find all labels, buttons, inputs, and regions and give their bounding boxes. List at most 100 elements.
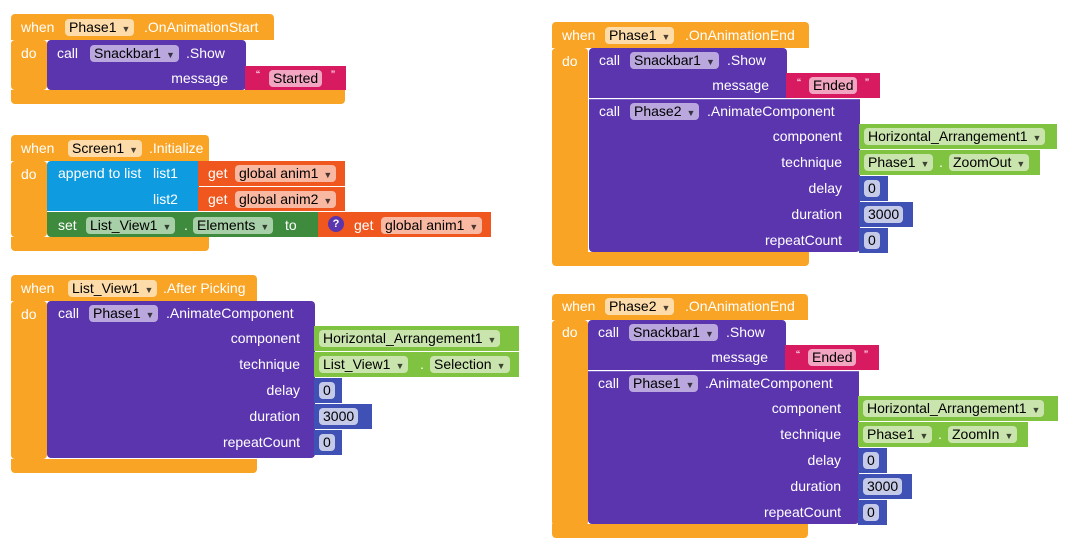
repeatcount-param-label: repeatCount <box>764 232 842 248</box>
target-dropdown-value: Phase2 <box>634 103 682 119</box>
number-value[interactable]: 0 <box>863 452 879 469</box>
message-label: message <box>171 70 228 86</box>
dropdown-arrow-icon: ▼ <box>705 57 715 67</box>
number-value[interactable]: 0 <box>319 382 335 399</box>
event-body-left <box>552 48 588 256</box>
technique-value-dropdown[interactable]: Selection▼ <box>430 356 510 373</box>
technique-component-dropdown[interactable]: Phase1▼ <box>863 426 933 443</box>
component-block[interactable]: Horizontal_Arrangement1▼ <box>314 326 519 351</box>
technique-block[interactable]: Phase1▼ . ZoomIn▼ <box>858 422 1028 447</box>
number-value[interactable]: 3000 <box>319 408 359 425</box>
quote-open-icon: “ <box>797 76 801 90</box>
number-block-delay[interactable]: 0 <box>858 448 887 473</box>
quote-open-icon: “ <box>796 348 800 362</box>
when-label: when <box>21 140 55 156</box>
component-block[interactable]: Horizontal_Arrangement1▼ <box>858 396 1058 421</box>
dot-separator: . <box>939 154 943 170</box>
target-dropdown[interactable]: Phase1▼ <box>629 375 699 392</box>
component-value-dropdown[interactable]: Horizontal_Arrangement1▼ <box>863 400 1045 417</box>
number-value[interactable]: 3000 <box>863 478 903 495</box>
do-label: do <box>21 45 37 61</box>
number-block-duration[interactable]: 3000 <box>314 404 372 429</box>
call-animatecomponent-block[interactable]: call Phase1▼ .AnimateComponent component… <box>588 371 859 524</box>
technique-value: ZoomIn <box>952 426 1000 442</box>
set-component-dropdown[interactable]: List_View1▼ <box>86 217 176 234</box>
event-body-left <box>11 161 47 237</box>
component-dropdown[interactable]: Phase2▼ <box>605 298 675 315</box>
number-block-duration[interactable]: 3000 <box>859 202 913 227</box>
variable-dropdown[interactable]: global anim2▼ <box>235 191 337 208</box>
event-block-phase1-onanimationstart[interactable]: when Phase1▼ .OnAnimationStart do <box>11 14 345 104</box>
call-snackbar-show-block[interactable]: call Snackbar1▼ .Show message <box>589 48 787 98</box>
technique-component-dropdown[interactable]: List_View1▼ <box>319 356 409 373</box>
event-footer <box>552 252 809 266</box>
technique-component-dropdown[interactable]: Phase1▼ <box>864 154 934 171</box>
technique-value-dropdown[interactable]: ZoomIn▼ <box>948 426 1018 443</box>
when-label: when <box>562 27 596 43</box>
target-dropdown[interactable]: Phase2▼ <box>630 103 700 120</box>
call-animatecomponent-block[interactable]: call Phase1▼ .AnimateComponent component… <box>47 301 315 458</box>
quote-close-icon: ” <box>331 68 335 82</box>
target-dropdown[interactable]: Phase1▼ <box>89 305 159 322</box>
target-dropdown[interactable]: Snackbar1▼ <box>629 324 718 341</box>
do-label: do <box>21 306 37 322</box>
number-block-delay[interactable]: 0 <box>859 176 888 201</box>
component-block[interactable]: Horizontal_Arrangement1▼ <box>859 124 1057 149</box>
component-dropdown[interactable]: Phase1▼ <box>605 27 675 44</box>
text-string-block[interactable]: “ Ended ” <box>785 345 879 370</box>
component-value-dropdown[interactable]: Horizontal_Arrangement1▼ <box>864 128 1046 145</box>
number-block-repeatcount[interactable]: 0 <box>858 500 887 525</box>
number-block-repeatcount[interactable]: 0 <box>314 430 342 455</box>
variable-dropdown[interactable]: global anim1▼ <box>235 165 337 182</box>
call-snackbar-show-block[interactable]: call Snackbar1▼ .Show message <box>47 40 246 90</box>
string-value[interactable]: Ended <box>808 349 857 366</box>
technique-value-dropdown[interactable]: ZoomOut▼ <box>949 154 1030 171</box>
get-variable-block[interactable]: get global anim1▼ <box>198 161 345 186</box>
get-variable-block[interactable]: ? get global anim1▼ <box>318 212 491 237</box>
component-param-label: component <box>771 400 841 416</box>
help-icon[interactable]: ? <box>328 216 344 232</box>
number-value[interactable]: 0 <box>863 504 879 521</box>
string-value[interactable]: Started <box>269 70 323 87</box>
call-label: call <box>599 52 621 68</box>
technique-block[interactable]: Phase1▼ . ZoomOut▼ <box>859 150 1040 175</box>
set-component-dropdown-value: List_View1 <box>90 217 158 233</box>
set-property-block[interactable]: set List_View1▼ . Elements▼ to <box>47 212 319 237</box>
number-value[interactable]: 0 <box>864 232 880 249</box>
component-dropdown[interactable]: Screen1▼ <box>68 140 143 157</box>
number-block-duration[interactable]: 3000 <box>858 474 912 499</box>
string-value[interactable]: Ended <box>809 77 858 94</box>
component-dropdown[interactable]: List_View1▼ <box>68 280 158 297</box>
variable-dropdown-value: global anim1 <box>385 217 465 233</box>
call-label: call <box>598 324 620 340</box>
number-value[interactable]: 0 <box>864 180 880 197</box>
component-dropdown-value: Phase2 <box>609 298 657 314</box>
get-label: get <box>208 191 228 207</box>
text-string-block[interactable]: “ Ended ” <box>786 73 880 98</box>
dropdown-arrow-icon: ▼ <box>919 431 929 441</box>
call-snackbar-show-block[interactable]: call Snackbar1▼ .Show message <box>588 320 786 370</box>
get-variable-block[interactable]: get global anim2▼ <box>198 187 345 211</box>
event-header <box>552 22 809 48</box>
dot-separator: . <box>420 356 424 372</box>
number-value[interactable]: 0 <box>319 434 335 451</box>
component-value-dropdown[interactable]: Horizontal_Arrangement1▼ <box>319 330 501 347</box>
quote-close-icon: ” <box>864 348 868 362</box>
call-animatecomponent-block[interactable]: call Phase2▼ .AnimateComponent component… <box>589 99 860 252</box>
variable-dropdown[interactable]: global anim1▼ <box>381 217 483 234</box>
text-string-block[interactable]: “ Started ” <box>245 66 346 90</box>
append-to-list-block[interactable]: append to list list1 list2 <box>47 161 199 211</box>
target-dropdown[interactable]: Snackbar1▼ <box>630 52 719 69</box>
property-dropdown[interactable]: Elements▼ <box>193 217 274 234</box>
target-dropdown-value: Phase1 <box>93 305 141 321</box>
duration-param-label: duration <box>790 478 841 494</box>
target-dropdown[interactable]: Snackbar1▼ <box>90 45 179 62</box>
number-value[interactable]: 3000 <box>864 206 904 223</box>
technique-block[interactable]: List_View1▼ . Selection▼ <box>314 352 519 377</box>
component-dropdown[interactable]: Phase1▼ <box>65 19 135 36</box>
event-footer <box>11 237 209 251</box>
dropdown-arrow-icon: ▼ <box>323 196 333 206</box>
number-block-repeatcount[interactable]: 0 <box>859 228 888 253</box>
number-block-delay[interactable]: 0 <box>314 378 342 403</box>
call-label: call <box>599 103 621 119</box>
